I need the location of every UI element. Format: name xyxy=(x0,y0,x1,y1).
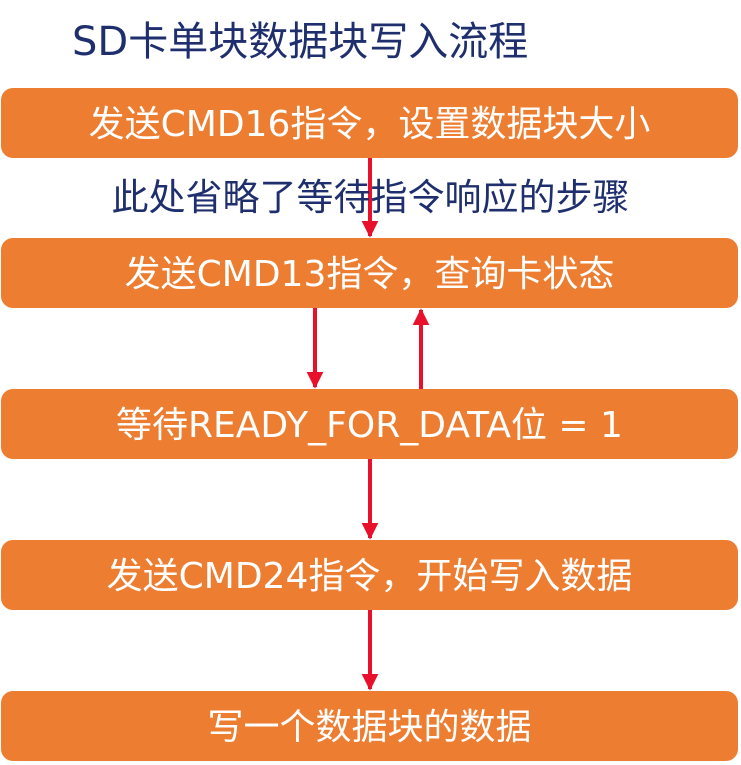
step-label: 发送CMD16指令，设置数据块大小 xyxy=(88,104,651,145)
step-label: 等待READY_FOR_DATA位 = 1 xyxy=(116,405,623,446)
step-label: 写一个数据块的数据 xyxy=(207,707,532,748)
step-send-cmd13: 发送CMD13指令，查询卡状态 xyxy=(1,238,738,308)
step-label: 发送CMD24指令，开始写入数据 xyxy=(106,556,633,597)
step-send-cmd16: 发送CMD16指令，设置数据块大小 xyxy=(1,88,738,158)
step-wait-ready-for-data: 等待READY_FOR_DATA位 = 1 xyxy=(1,389,738,459)
omitted-step-note: 此处省略了等待指令响应的步骤 xyxy=(111,176,630,219)
step-write-data-block: 写一个数据块的数据 xyxy=(1,691,738,761)
step-send-cmd24: 发送CMD24指令，开始写入数据 xyxy=(1,540,738,610)
step-label: 发送CMD13指令，查询卡状态 xyxy=(124,254,615,295)
diagram-title: SD卡单块数据块写入流程 xyxy=(72,19,529,65)
